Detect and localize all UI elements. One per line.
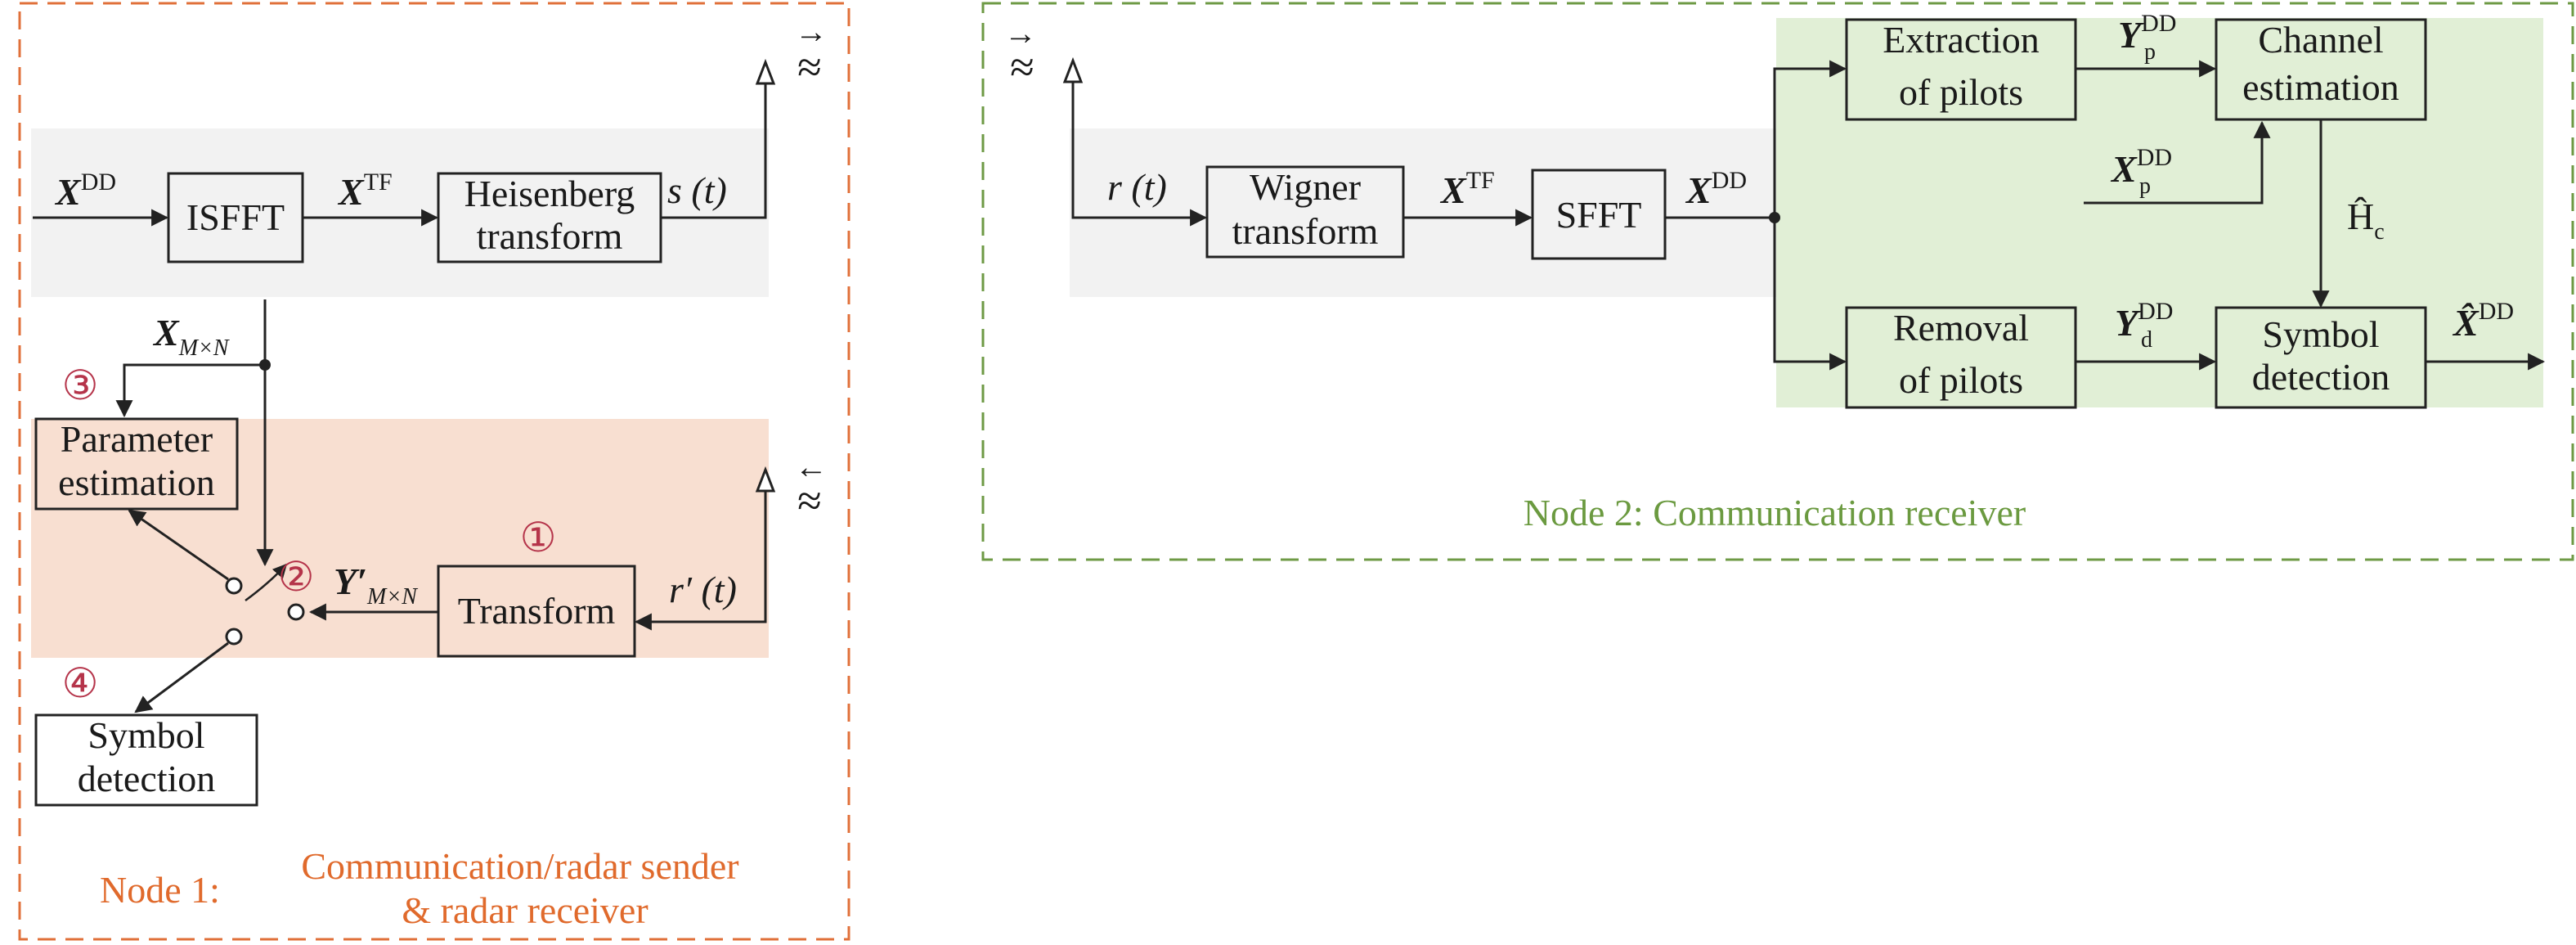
wire-to-removal [1773,218,1847,371]
label-r-t: r (t) [1107,166,1167,208]
symdet2-label-1: Symbol [2262,313,2379,355]
wire-to-extraction [1773,60,1847,218]
label-y-p: YDD [2118,10,2176,56]
node2-gray-band [1070,128,1779,297]
tx-direction-arrow: → [795,13,828,50]
rx-direction-arrow-node2: → [1004,15,1037,52]
symdet1-label-2: detection [78,758,216,799]
node2: Wigner transform SFFT Extraction of pilo… [981,2,2574,561]
extraction-label-1: Extraction [1883,19,2040,61]
label-x-p-sub: p [2139,173,2151,199]
label-r-prime-t: r′ (t) [669,569,737,610]
rx-direction-arrow: ← [795,448,828,485]
wigner-label-2: transform [1232,210,1379,252]
node1-label-line2: & radar receiver [402,889,648,931]
label-x-p: XDD [2110,144,2172,190]
node1-label-line1: Communication/radar sender [301,845,738,887]
node2-label: Node 2: Communication receiver [1524,492,2026,533]
removal-label-1: Removal [1893,307,2029,349]
node1-label-prefix: Node 1: [100,869,220,911]
wire-xp-channel [2084,120,2271,205]
switch-node-bottom [225,628,243,646]
label-h-c: Ĥc [2347,196,2385,245]
wire-to-parameter [115,363,265,418]
rx-wave-icon-node2: ≈ [1010,43,1034,92]
label-x-dd-node2: XDD [1685,167,1747,211]
label-x-tf-node1: XTF [337,169,393,213]
tx-antenna-icon [755,58,776,85]
tx-wave-icon: ≈ [797,43,822,92]
node1-gray-band [31,128,769,297]
switch-node-left [225,577,243,595]
label-s-t: s (t) [667,169,727,211]
wire-antenna-wigner [1071,82,1208,227]
rx-antenna-icon [755,466,776,493]
step-marker-4: ④ [62,660,99,706]
node2-frame [981,2,2574,561]
step-marker-2: ② [278,554,315,600]
transform-label: Transform [458,590,616,632]
wire-heis-antenna [661,80,767,219]
rx-antenna-icon-node2 [1062,56,1084,83]
label-y-p-sub: p [2144,39,2156,65]
extraction-label-2: of pilots [1899,71,2023,113]
isfft-label: ISFFT [186,196,285,238]
symdet1-label-1: Symbol [88,714,204,756]
channel-label-1: Channel [2258,19,2383,61]
parameter-label-2: estimation [58,461,215,503]
switch-node-right [287,603,305,621]
label-x-hat: X̂DD [2452,298,2514,344]
parameter-estimation-block [34,417,239,511]
label-y-d-sub: d [2141,327,2152,353]
step-marker-1: ① [520,515,557,560]
removal-label-2: of pilots [1899,359,2023,401]
node1-frame [18,2,850,941]
sfft-label: SFFT [1556,194,1642,236]
label-y-d: YDD [2115,298,2173,344]
wire-antenna-transform [634,491,767,631]
channel-label-2: estimation [2242,66,2399,108]
node1: ISFFT Heisenberg transform Parameter est… [18,2,850,941]
label-x-dd-node1: XDD [54,169,116,213]
symdet2-label-2: detection [2252,356,2390,398]
symbol-detection-block-node1 [34,713,258,807]
label-x-tf-node2: XTF [1439,167,1495,211]
heisenberg-label-2: transform [477,215,623,257]
switch-selector-arc [245,563,288,602]
wire-switch-symdet [134,641,229,713]
label-x-mn: XM×N [152,312,230,361]
wire-switch-parameter [128,509,229,581]
node2-green-band [1776,18,2543,407]
wigner-label-1: Wigner [1250,166,1361,208]
rx-wave-icon: ≈ [797,476,822,525]
step-marker-3: ③ [62,362,99,408]
heisenberg-label-1: Heisenberg [464,173,635,214]
parameter-label-1: Parameter [61,418,213,460]
label-y-mn: Y′M×N [334,560,418,610]
